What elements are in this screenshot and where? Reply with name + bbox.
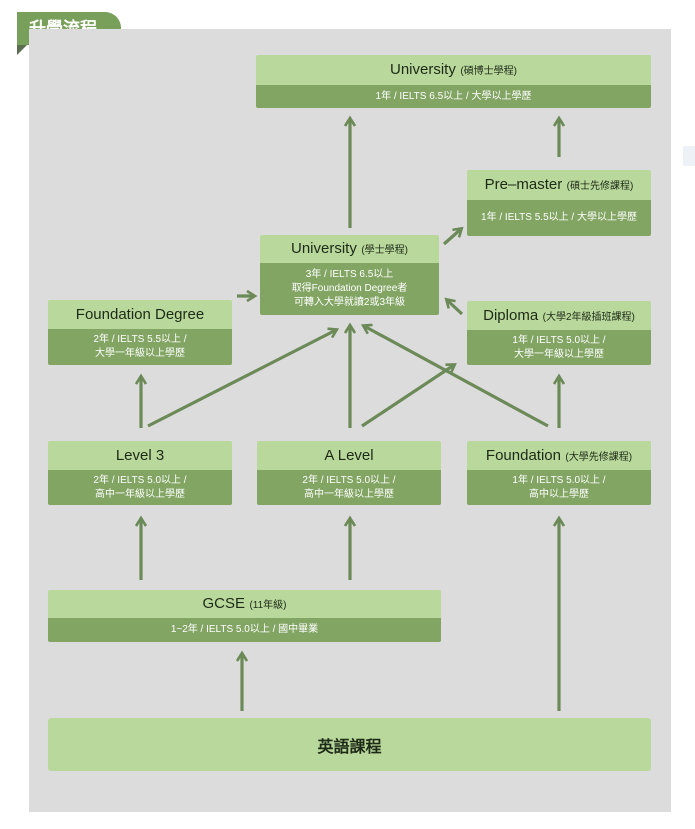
node-line: 高中以上學歷 — [529, 488, 589, 500]
edge-marker — [683, 146, 695, 166]
node-title: Diploma — [483, 307, 539, 324]
arrow-bachelor-to-premaster — [442, 229, 461, 246]
node-foundation: Foundation (大學先修課程) 1年 / IELTS 5.0以上 / 高… — [467, 441, 651, 505]
node-note: (學士學程) — [361, 245, 408, 256]
node-line: 2年 / IELTS 5.0以上 / — [93, 474, 187, 486]
node-title: A Level — [324, 447, 374, 464]
node-title: University — [390, 61, 456, 78]
arrow-diploma-to-bachelor — [447, 300, 464, 316]
node-level3: Level 3 2年 / IELTS 5.0以上 / 高中一年級以上學歷 — [48, 441, 232, 505]
node-line: 1年 / IELTS 5.0以上 / — [512, 474, 606, 486]
node-title: GCSE — [202, 595, 245, 612]
node-line: 1年 / IELTS 5.0以上 / — [512, 334, 606, 346]
node-note: (大學2年級插班課程) — [542, 312, 635, 323]
node-gcse: GCSE (11年級) 1~2年 / IELTS 5.0以上 / 國中畢業 — [48, 590, 441, 642]
node-line: 1年 / IELTS 5.5以上 / 大學以上學歷 — [481, 212, 637, 223]
tag-fold-decoration — [17, 45, 27, 55]
node-title: University — [291, 240, 357, 257]
node-foundation-degree: Foundation Degree 2年 / IELTS 5.5以上 / 大學一… — [48, 300, 232, 365]
node-university-master: University (碩博士學程) 1年 / IELTS 6.5以上 / 大學… — [256, 55, 651, 108]
node-title: Pre–master — [484, 176, 563, 193]
node-english-course: 英語課程 — [48, 718, 651, 771]
node-line: 高中一年級以上學歷 — [304, 488, 394, 500]
node-note: (大學先修課程) — [565, 452, 633, 463]
arrow-level3-to-bachelor — [147, 330, 336, 428]
node-line: 3年 / IELTS 6.5以上 — [305, 269, 394, 280]
node-diploma: Diploma (大學2年級插班課程) 1年 / IELTS 5.0以上 / 大… — [467, 301, 651, 365]
node-line: 大學一年級以上學歷 — [514, 348, 604, 360]
node-title: Level 3 — [115, 447, 165, 464]
node-line: 2年 / IELTS 5.5以上 / — [93, 334, 187, 345]
node-university-bachelor: University (學士學程) 3年 / IELTS 6.5以上 取得Fou… — [260, 235, 439, 315]
node-title: Foundation Degree — [75, 306, 205, 323]
node-line: 1年 / IELTS 6.5以上 / 大學以上學歷 — [375, 90, 532, 102]
node-line: 可轉入大學就讀2或3年級 — [293, 297, 406, 308]
node-line: 1~2年 / IELTS 5.0以上 / 國中畢業 — [170, 624, 319, 635]
node-note: (碩士先修課程) — [566, 181, 634, 192]
arrow-foundation-to-bachelor — [364, 326, 549, 428]
node-title: Foundation — [485, 447, 561, 464]
node-line: 取得Foundation Degree者 — [291, 283, 408, 294]
node-note: (11年級) — [249, 600, 287, 611]
node-line: 2年 / IELTS 5.0以上 / — [302, 474, 396, 486]
node-a-level: A Level 2年 / IELTS 5.0以上 / 高中一年級以上學歷 — [257, 441, 441, 505]
arrow-alevel-to-diploma — [361, 365, 454, 428]
node-line: 高中一年級以上學歷 — [95, 488, 185, 500]
node-note: (碩博士學程) — [460, 66, 517, 77]
node-line: 大學一年級以上學歷 — [95, 348, 185, 359]
node-pre-master: Pre–master (碩士先修課程) 1年 / IELTS 5.5以上 / 大… — [467, 170, 651, 236]
